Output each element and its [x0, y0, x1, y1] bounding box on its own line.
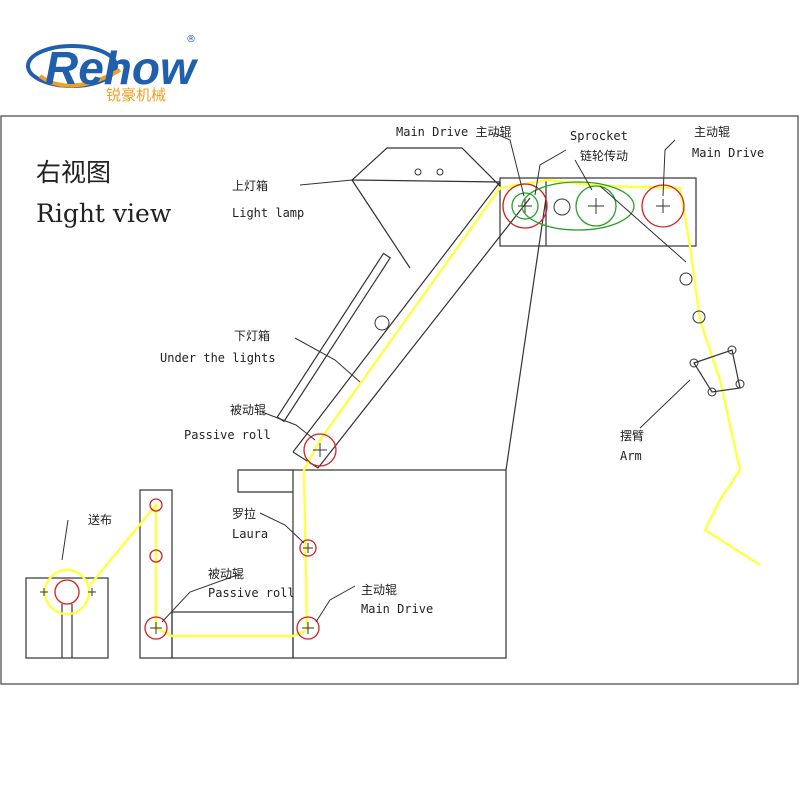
roller-laura: [299, 539, 317, 557]
label-passive-roll-cn: 被动辊: [230, 403, 266, 417]
label-main-drive-top: Main Drive 主动辊: [396, 125, 511, 139]
label-light-lamp-cn: 上灯箱: [232, 178, 268, 193]
sprocket-drive: [521, 181, 635, 231]
label-main-drive-right-cn: 主动辊: [694, 125, 730, 139]
label-passive-roll-en: Passive roll: [184, 428, 271, 442]
roller-passive-bottom: [144, 616, 168, 640]
logo-swoosh-orange: [38, 68, 121, 88]
label-main-drive-bottom-cn: 主动辊: [361, 583, 397, 597]
main-body: [237, 197, 547, 659]
roller-post-mid: [149, 549, 163, 563]
label-main-drive-bottom-en: Main Drive: [361, 602, 433, 616]
logo-brand-text: Rehow: [45, 42, 199, 94]
inclined-arm: [276, 181, 531, 469]
roller-passive-top: [303, 433, 337, 467]
drawing-border: [0, 115, 799, 685]
label-main-drive-right-en: Main Drive: [692, 146, 764, 160]
label-sprocket-en: Sprocket: [570, 129, 628, 143]
label-light-lamp-en: Light lamp: [232, 206, 304, 220]
label-arm-en: Arm: [620, 449, 642, 463]
upper-lamp-box: [350, 147, 501, 269]
brand-logo: Rehow ® 锐豪机械: [26, 34, 199, 104]
label-laura-cn: 罗拉: [232, 506, 256, 521]
roller-main-drive-top: [502, 183, 548, 229]
view-title-en: Right view: [36, 199, 172, 228]
roller-main-drive-bottom: [296, 616, 320, 640]
label-feed-cn: 送布: [88, 512, 112, 527]
label-laura-en: Laura: [232, 527, 268, 541]
label-under-lights-cn: 下灯箱: [234, 328, 270, 343]
yarn-path: [89, 178, 761, 638]
label-sprocket-cn: 链轮传动: [580, 148, 628, 163]
label-arm-cn: 摆臂: [620, 429, 644, 443]
feed-box: [25, 568, 109, 659]
label-passive-roll2-en: Passive roll: [208, 586, 295, 600]
roller-post-top: [149, 498, 163, 512]
swing-arm: [599, 185, 745, 397]
leader-lines: [61, 132, 691, 623]
label-passive-roll2-cn: 被动辊: [208, 567, 244, 581]
logo-brand-cn: 锐豪机械: [106, 86, 166, 104]
label-under-lights-en: Under the lights: [160, 351, 276, 365]
view-title-cn: 右视图: [36, 158, 111, 187]
logo-registered-mark: ®: [186, 34, 196, 45]
